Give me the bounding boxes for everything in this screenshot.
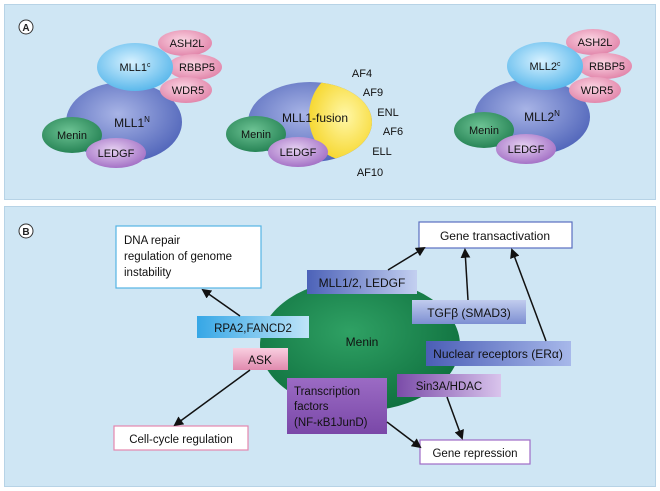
wdr5-node	[569, 77, 621, 103]
menin-node	[226, 116, 286, 152]
arrow-nuclear-to-transactivation	[510, 248, 547, 342]
fusion-partner-label: AF6	[383, 126, 403, 138]
svg-text:A: A	[22, 23, 29, 34]
transcription-factors-line: Transcription	[294, 386, 360, 398]
menin-node	[42, 117, 102, 153]
tgfb-label: TGFβ (SMAD3)	[427, 306, 511, 320]
transcription-factors-line: (NF-κB1JunD)	[294, 417, 368, 429]
ask-box: ASK	[233, 348, 288, 370]
mll1-c-superscript: c	[147, 62, 151, 69]
wdr5-label: WDR5	[581, 85, 613, 97]
mll2-complex: MLL2N ASH2L RBBP5 WDR5 MLL2c Menin LEDGF	[454, 29, 632, 164]
dna-repair-line: regulation of genome	[124, 251, 232, 263]
gene-repression-box: Gene repression	[419, 439, 531, 465]
sin3a-hdac-box: Sin3A/HDAC	[397, 374, 501, 397]
mll1-n-superscript: N	[144, 115, 150, 124]
mll1-n-label: MLL1	[114, 116, 144, 130]
ledgf-label: LEDGF	[280, 147, 317, 159]
svg-text:B: B	[22, 227, 29, 238]
transcription-factors-line: factors	[294, 401, 329, 413]
wdr5-label: WDR5	[172, 85, 204, 97]
panel-a-label: A	[18, 19, 34, 35]
menin-center-label: Menin	[346, 335, 379, 349]
mll2-c-terminal	[507, 42, 583, 90]
cell-cycle-label: Cell-cycle regulation	[129, 434, 233, 446]
svg-text:MLL1c: MLL1c	[119, 62, 151, 74]
gene-transactivation-label: Gene transactivation	[440, 229, 550, 243]
dna-repair-box: DNA repair regulation of genome instabil…	[115, 225, 262, 289]
ask-label: ASK	[248, 353, 272, 367]
rbbp5-label: RBBP5	[589, 61, 625, 73]
ledgf-label: LEDGF	[98, 148, 135, 160]
mll-ledgf-label: MLL1/2, LEDGF	[319, 276, 406, 290]
fusion-partner-label: AF10	[357, 167, 383, 179]
mll2-n-superscript: N	[554, 109, 560, 118]
mll1-complex: MLL1N ASH2L RBBP5 WDR5 MLL1c Menin LEDGF	[42, 30, 222, 168]
rbbp5-node	[168, 54, 222, 80]
nuclear-receptors-box: Nuclear receptors (ERα)	[426, 341, 571, 366]
ash2l-node	[566, 29, 620, 55]
rbbp5-label: RBBP5	[179, 62, 215, 74]
fusion-partner-label: AF9	[363, 87, 383, 99]
ledgf-label: LEDGF	[508, 144, 545, 156]
arrow-tf-to-repression	[386, 421, 422, 449]
arrow-mll-to-transactivation	[387, 246, 426, 271]
svg-text:MLL2c: MLL2c	[529, 61, 561, 73]
nuclear-receptors-label: Nuclear receptors (ERα)	[433, 347, 563, 361]
gene-transactivation-box: Gene transactivation	[418, 221, 573, 249]
ledgf-node	[496, 134, 556, 164]
menin-node	[454, 112, 514, 148]
menin-label: Menin	[57, 130, 87, 142]
mll1-fusion-label: MLL1-fusion	[282, 111, 348, 125]
svg-text:MLL1N: MLL1N	[114, 115, 150, 130]
mll1-fusion-complex: MLL1-fusion Menin LEDGF AF4 AF9 ENL AF6 …	[226, 68, 403, 179]
gene-repression-label: Gene repression	[432, 448, 517, 460]
ash2l-node	[158, 30, 212, 56]
mll1-c-label: MLL1	[119, 62, 147, 74]
ash2l-label: ASH2L	[170, 38, 205, 50]
dna-repair-line: DNA repair	[124, 235, 180, 247]
mll2-c-label: MLL2	[529, 61, 557, 73]
mll2-n-label: MLL2	[524, 110, 554, 124]
dna-repair-line: instability	[124, 267, 172, 279]
arrow-tgfb-to-transactivation	[460, 248, 471, 301]
svg-text:MLL2N: MLL2N	[524, 109, 560, 124]
arrow-rpa2-to-dna-repair	[201, 288, 241, 317]
tgfb-box: TGFβ (SMAD3)	[412, 300, 526, 324]
mll-ledgf-box: MLL1/2, LEDGF	[307, 270, 417, 294]
rbbp5-node	[578, 53, 632, 79]
mll1-c-terminal	[97, 43, 173, 91]
wdr5-node	[160, 77, 212, 103]
arrow-sin3a-to-repression	[446, 396, 464, 440]
mll2-c-superscript: c	[557, 61, 561, 68]
cell-cycle-box: Cell-cycle regulation	[113, 425, 249, 451]
fusion-partner-label: ELL	[372, 146, 392, 158]
sin3a-hdac-label: Sin3A/HDAC	[416, 381, 482, 393]
menin-label: Menin	[469, 125, 499, 137]
ledgf-node	[268, 137, 328, 167]
fusion-partner-label: AF4	[352, 68, 372, 80]
ash2l-label: ASH2L	[578, 37, 613, 49]
arrow-ask-to-cell-cycle	[173, 369, 251, 427]
rpa2-fancd2-label: RPA2,FANCD2	[214, 323, 292, 335]
transcription-factors-box: Transcription factors (NF-κB1JunD)	[287, 378, 387, 434]
ledgf-node	[86, 138, 146, 168]
menin-label: Menin	[241, 129, 271, 141]
rpa2-fancd2-box: RPA2,FANCD2	[197, 316, 309, 338]
panel-b-label: B	[18, 223, 34, 239]
fusion-partner-label: ENL	[377, 107, 398, 119]
